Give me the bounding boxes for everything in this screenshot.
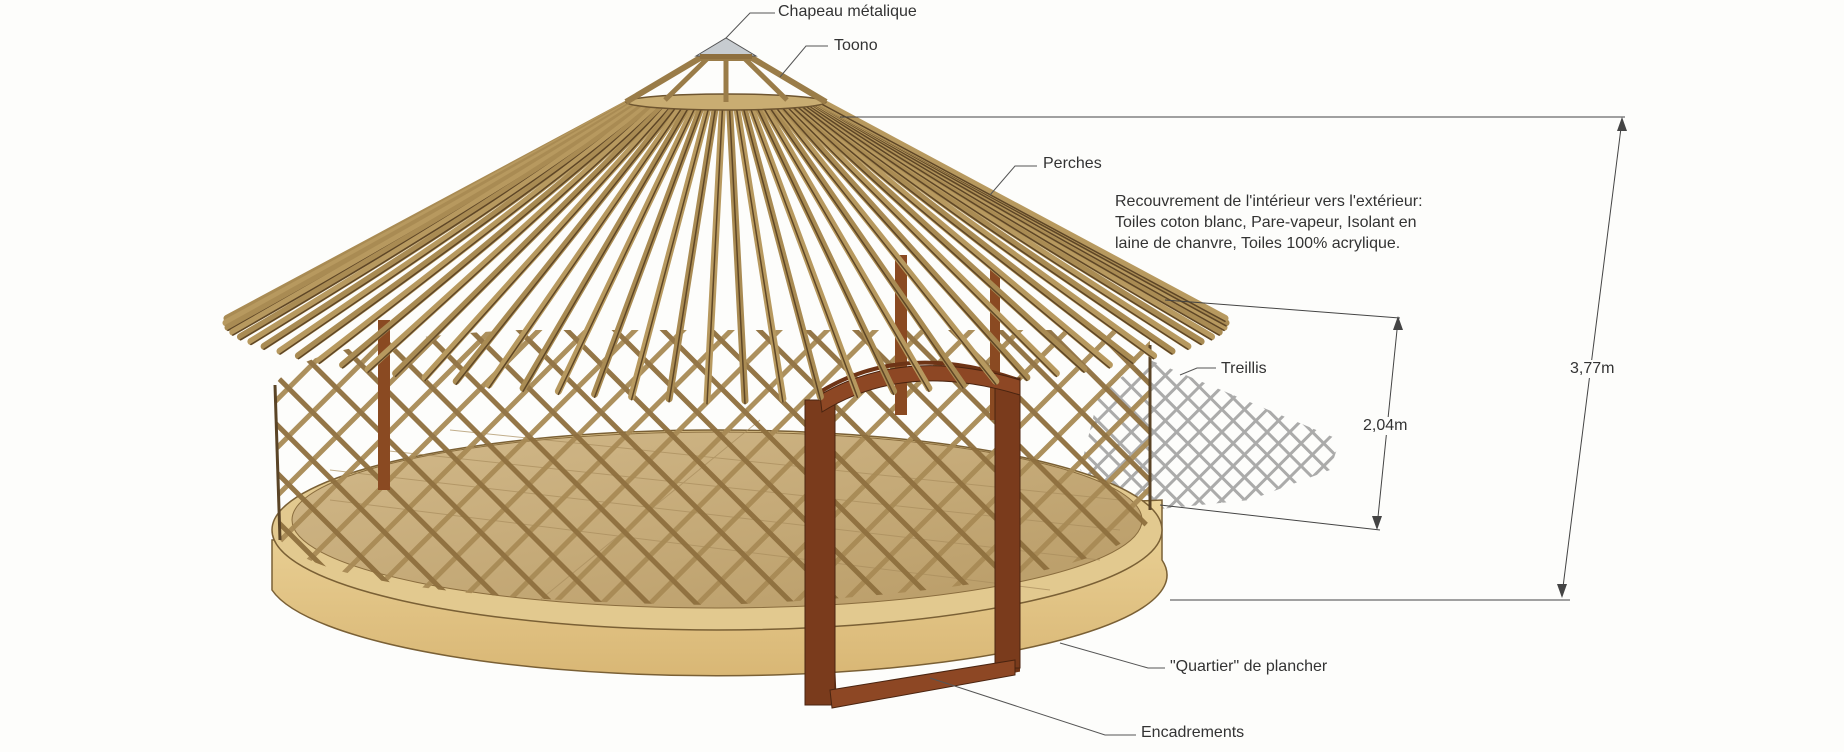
roof-perche [803, 101, 1158, 360]
roof-perche-edge [820, 102, 1226, 323]
label-toono: Toono [834, 37, 878, 54]
metal-cap [694, 37, 758, 59]
roof-perche [795, 102, 1113, 369]
roof-perche [773, 103, 1000, 385]
roof-perche [554, 104, 698, 395]
covering-note: Recouvrement de l'intérieur vers l'extér… [1115, 191, 1423, 254]
roof-perche-edge [455, 108, 676, 386]
roof-perche [807, 101, 1176, 355]
roof-perche [294, 101, 649, 360]
label-treillis: Treillis [1221, 360, 1267, 377]
roof-perche [421, 103, 673, 381]
roof-perche [452, 103, 679, 385]
roof-perche [767, 103, 967, 389]
roof-perche-edge [782, 108, 1028, 382]
roof-perche-edge [806, 106, 1155, 360]
roof-perche-edge [815, 105, 1202, 346]
roof-perche [485, 103, 685, 389]
roof-perche [364, 102, 662, 373]
roof-perche-edge [706, 109, 724, 405]
roof-perche-edge [668, 109, 716, 403]
roof-perche-edge [743, 109, 822, 401]
dimension-total-height: 3,77m [1568, 360, 1617, 378]
roof-perche-edge [798, 107, 1111, 369]
dimension-arrows [1372, 117, 1627, 598]
roof-perche [392, 103, 667, 377]
roof-perche [779, 103, 1031, 381]
roof-perche-edge [817, 104, 1213, 341]
covering-note-line2: Toiles coton blanc, Pare-vapeur, Isolant… [1115, 214, 1417, 231]
roof-perche [799, 102, 1137, 364]
roof-perche-edge [809, 105, 1173, 355]
roof-perche [761, 104, 933, 392]
roof-perche [339, 102, 657, 369]
roof-perche-edge [424, 108, 670, 382]
roof-perche [315, 102, 653, 364]
roof-perche [260, 100, 642, 350]
label-chapeau-metalique: Chapeau métalique [778, 3, 917, 20]
roof-perche-edge [557, 108, 695, 396]
roof-perche [817, 98, 1229, 322]
roof-perche [276, 101, 645, 355]
roof-perche-edge [488, 108, 682, 389]
label-encadrements: Encadrements [1141, 724, 1245, 741]
dimension-wall-height: 2,04m [1361, 417, 1410, 435]
roof-perche-edge [813, 105, 1189, 351]
door-frame [804, 360, 1021, 709]
roof-perche [785, 103, 1060, 377]
roof-perche-edge [770, 108, 964, 389]
roof-perche-edge [318, 106, 650, 365]
roof-perche-edge [394, 107, 664, 378]
roof-perche-edge [818, 104, 1220, 336]
roof-perche-edge [341, 107, 654, 369]
lattice-wall [273, 330, 1152, 605]
roof-perche [747, 104, 861, 398]
roof-perche [591, 104, 705, 398]
toono-ring [624, 54, 828, 111]
roof-perche-edge [522, 108, 689, 393]
roof-perche-edge [757, 108, 895, 396]
roof-perche [790, 102, 1088, 373]
roof-perche-edge [593, 109, 702, 398]
covering-note-line1: Recouvrement de l'intérieur vers l'extér… [1115, 193, 1423, 210]
leader-lines [725, 12, 1216, 736]
roof-perche-edge [802, 106, 1134, 365]
roof-perche-edge [367, 107, 659, 373]
roof-perche-edge [750, 109, 859, 398]
roof-perche-edge [728, 109, 746, 405]
roof-perche-edge [788, 107, 1058, 378]
label-perches: Perches [1043, 155, 1102, 172]
roof-perches [222, 98, 1230, 405]
label-quartier-de-plancher: "Quartier" de plancher [1170, 658, 1328, 675]
dimension-lines [840, 116, 1625, 601]
roof-perche [519, 104, 691, 392]
roof-perche-edge [793, 107, 1085, 373]
roof-perche [754, 104, 898, 395]
covering-note-line3: laine de chanvre, Toiles 100% acrylique. [1115, 235, 1401, 252]
roof-perche-edge [763, 108, 930, 393]
roof-perche-edge [776, 108, 997, 386]
roof-perche-edge [630, 109, 709, 401]
roof-perche-edge [736, 109, 784, 403]
